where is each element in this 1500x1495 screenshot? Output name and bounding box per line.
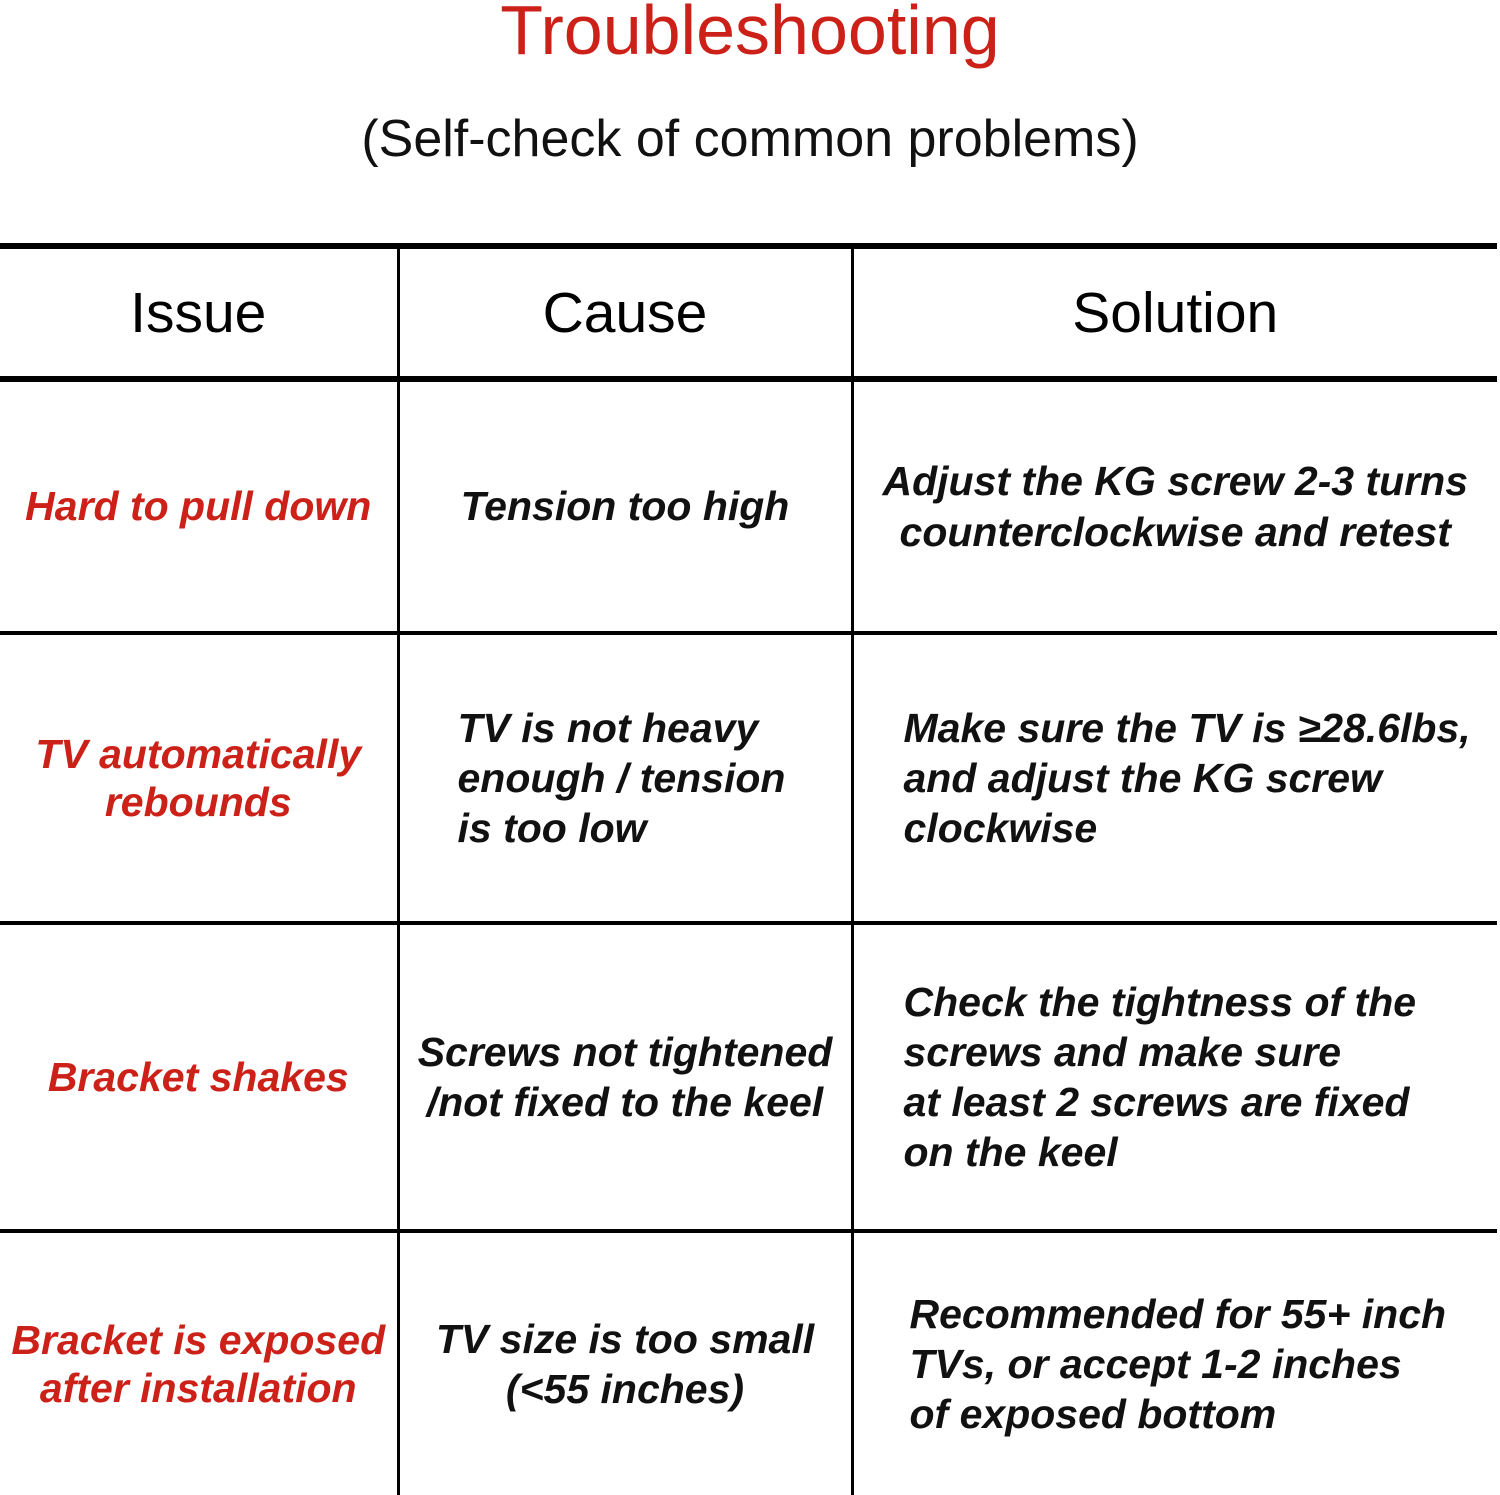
cell-solution: Make sure the TV is ≥28.6lbs, and adjust…	[850, 633, 1497, 925]
page-title: Troubleshooting	[500, 0, 1000, 69]
cell-issue: Bracket shakes	[0, 923, 398, 1233]
issue-text-line: rebounds	[104, 779, 292, 825]
solution-text-line: on the keel	[903, 1129, 1118, 1176]
troubleshooting-table: Issue Cause Solution Hard to pull down T…	[0, 243, 1497, 1495]
table-row: Hard to pull down Tension too high Adjus…	[0, 379, 1497, 635]
page-subtitle: (Self-check of common problems)	[361, 110, 1139, 168]
solution-text-line: of exposed bottom	[909, 1391, 1277, 1437]
table-row: Bracket is exposed after installation TV…	[0, 1231, 1497, 1495]
cell-solution: Adjust the KG screw 2-3 turns counterclo…	[850, 379, 1497, 635]
solution-text-line: Check the tightness of the	[903, 978, 1417, 1025]
solution-text-line: at least 2 screws are fixed	[903, 1079, 1410, 1125]
cell-cause: TV is not heavy enough / tension is too …	[396, 633, 852, 925]
column-header-solution: Solution	[850, 243, 1497, 382]
column-header-issue: Issue	[0, 243, 398, 382]
cell-cause: Screws not tightened /not fixed to the k…	[396, 923, 852, 1233]
column-header-cause: Cause	[396, 243, 852, 382]
solution-text-line: Recommended for 55+ inch	[909, 1290, 1447, 1337]
issue-text-line: TV automatically	[35, 730, 362, 777]
issue-text-line: Bracket is exposed	[11, 1316, 386, 1363]
cell-issue: Hard to pull down	[0, 379, 398, 635]
table-row: TV automatically rebounds TV is not heav…	[0, 633, 1497, 925]
cell-issue: TV automatically rebounds	[0, 633, 398, 925]
table-header-row: Issue Cause Solution	[0, 243, 1497, 382]
issue-text-line: after installation	[39, 1365, 357, 1411]
solution-text-line: clockwise	[903, 805, 1098, 851]
table-row: Bracket shakes Screws not tightened /not…	[0, 923, 1497, 1233]
cause-text-line: TV is not heavy	[457, 704, 759, 751]
cell-solution: Recommended for 55+ inch TVs, or accept …	[850, 1231, 1497, 1495]
cause-text-line: Tension too high	[460, 483, 790, 530]
solution-text-line: screws and make sure	[903, 1028, 1342, 1075]
issue-text-line: Hard to pull down	[25, 483, 372, 530]
cell-issue: Bracket is exposed after installation	[0, 1231, 398, 1495]
cause-text-line: (<55 inches)	[505, 1366, 745, 1412]
solution-text-line: TVs, or accept 1-2 inches	[909, 1340, 1402, 1387]
issue-text-line: Bracket shakes	[47, 1053, 349, 1100]
solution-text-line: Make sure the TV is ≥28.6lbs,	[903, 704, 1471, 751]
cause-text-line: /not fixed to the keel	[426, 1079, 824, 1125]
cell-cause: Tension too high	[396, 379, 852, 635]
cause-text-line: Screws not tightened	[417, 1028, 833, 1075]
cell-cause: TV size is too small (<55 inches)	[396, 1231, 852, 1495]
cell-solution: Check the tightness of the screws and ma…	[850, 923, 1497, 1233]
cause-text-line: TV size is too small	[435, 1315, 815, 1362]
solution-text-line: and adjust the KG screw	[903, 754, 1382, 801]
troubleshooting-table-container: Issue Cause Solution Hard to pull down T…	[0, 243, 1500, 1495]
cause-text-line: enough / tension	[457, 754, 786, 801]
solution-text-line: Adjust the KG screw 2-3 turns	[882, 458, 1468, 505]
solution-text-line: counterclockwise and retest	[899, 508, 1451, 555]
cause-text-line: is too low	[457, 805, 647, 851]
